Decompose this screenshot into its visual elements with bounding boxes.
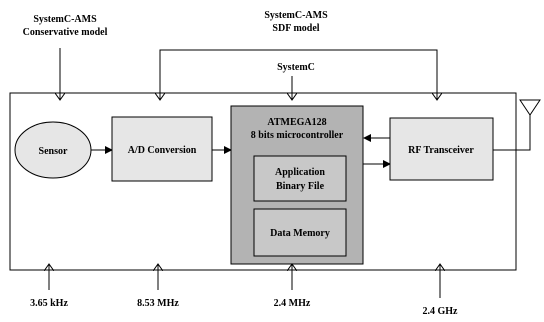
sensor-label: Sensor [39,146,68,157]
application-label-line2: Binary File [276,181,325,192]
data-memory-label: Data Memory [270,228,330,239]
adc-frequency: 8.53 MHz [137,298,179,309]
systemc-label: SystemC [277,62,315,73]
application-label-line1: Application [275,167,325,178]
antenna-icon [519,99,541,116]
conservative-model-label-line2: Conservative model [23,27,108,38]
mcu-title: ATMEGA128 [267,117,326,128]
rf-transceiver-label: RF Transceiver [408,145,474,156]
mcu-frequency: 2.4 MHz [274,298,311,309]
application-binary-file-block [253,155,347,202]
conservative-model-label-line1: SystemC-AMS [33,14,97,25]
rf-transceiver-block [389,117,494,181]
data-memory-block [253,208,347,257]
sensor-frequency: 3.65 kHz [30,298,68,309]
adc-block [111,116,213,182]
mcu-subtitle: 8 bits microcontroller [251,130,344,141]
adc-label: A/D Conversion [128,145,197,156]
antenna-feed [493,115,531,151]
sdf-model-label-line2: SDF model [272,23,319,34]
rf-frequency: 2.4 GHz [423,306,459,317]
sdf-model-label-line1: SystemC-AMS [264,10,328,21]
